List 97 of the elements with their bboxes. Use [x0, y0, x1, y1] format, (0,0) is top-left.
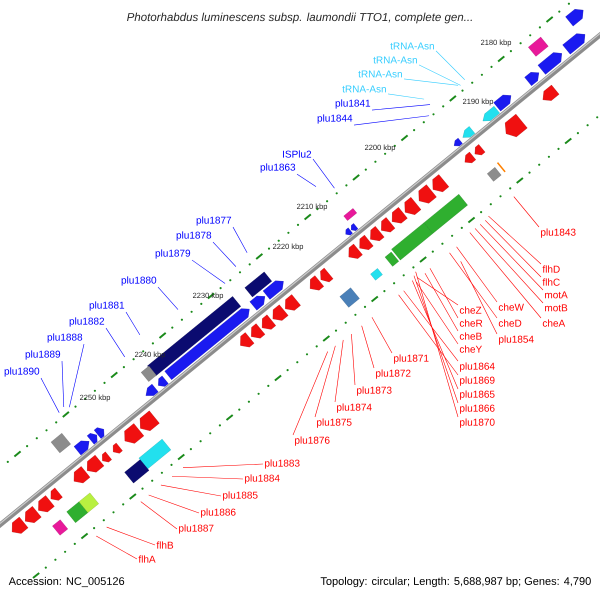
leader-line — [398, 294, 458, 376]
gene-label: plu1887 — [179, 524, 214, 534]
gene-label: plu1889 — [26, 350, 60, 360]
gene-label: plu1844 — [318, 114, 352, 124]
leader-line — [96, 536, 138, 560]
gene-label: ISPlu2 — [283, 150, 312, 158]
gene-label: plu1876 — [295, 436, 330, 446]
leader-line — [126, 312, 140, 336]
gene-label: plu1841 — [336, 99, 370, 109]
gene-label: tRNA-Asn — [342, 86, 386, 92]
leader-line — [436, 50, 466, 80]
leader-line — [354, 115, 430, 126]
leader-line — [106, 526, 156, 546]
gene-label: plu1877 — [196, 216, 232, 226]
leader-line — [514, 196, 540, 228]
gene-label: cheW — [498, 303, 524, 311]
gene-label: cheR — [460, 319, 482, 327]
gene-label: cheA — [542, 319, 566, 327]
leader-line — [40, 378, 60, 413]
gene-label: motA — [545, 291, 568, 298]
leader-line — [106, 328, 126, 358]
leader-line — [334, 340, 344, 402]
gene-label: flhD — [542, 265, 560, 273]
gene-label: plu1870 — [460, 418, 495, 428]
gene-label: tRNA-Asn — [373, 56, 417, 64]
leader-line — [312, 158, 335, 188]
gene-label: cheY — [460, 345, 482, 353]
leader-line — [484, 220, 542, 278]
leader-line — [388, 94, 424, 100]
leader-line — [158, 286, 178, 310]
leader-line — [403, 290, 458, 362]
leader-line — [470, 232, 542, 318]
genome-info-label: Topology: circular; Length: 5,688,987 bp; Genes: 4,790 — [320, 576, 591, 588]
leader-line — [418, 64, 461, 86]
leader-line — [314, 345, 336, 418]
leader-line — [182, 464, 264, 468]
leader-line — [351, 334, 356, 386]
gene-label: tRNA-Asn — [390, 42, 434, 50]
leader-line — [292, 351, 328, 436]
leader-line — [456, 246, 498, 302]
gene-label: plu1885 — [223, 491, 258, 501]
leader-line — [416, 282, 458, 344]
leader-line — [412, 280, 458, 390]
gene-label: plu1869 — [460, 376, 495, 386]
accession-label: Accession: NC_005126 — [8, 576, 124, 588]
gene-label: plu1886 — [201, 508, 236, 518]
leader-line — [361, 325, 374, 368]
gene-label: plu1881 — [90, 301, 124, 311]
gene-label: plu1873 — [357, 386, 392, 396]
gene-label: plu1878 — [176, 231, 212, 241]
leader-line — [296, 174, 316, 187]
leader-line — [232, 226, 248, 254]
gene-label: plu1879 — [156, 249, 190, 259]
gene-label: flhA — [138, 555, 156, 563]
gene-label: plu1864 — [460, 362, 495, 372]
gene-label: plu1890 — [4, 367, 40, 377]
leader-line — [69, 344, 84, 408]
leader-line — [488, 216, 542, 264]
gene-label: plu1863 — [260, 163, 296, 173]
leader-line — [430, 268, 458, 318]
map-title: Photorhabdus luminescens subsp. laumondii TTO1, complete gen... — [127, 12, 472, 24]
leader-line — [460, 261, 498, 334]
leader-line — [172, 476, 244, 480]
leader-line — [62, 360, 64, 408]
gene-label: plu1888 — [48, 333, 82, 343]
gene-label: motB — [545, 304, 568, 312]
gene-label: plu1874 — [337, 403, 372, 413]
leader-line — [212, 242, 236, 267]
gene-label: plu1871 — [394, 354, 428, 364]
leader-line — [424, 272, 458, 332]
gene-label: tRNA-Asn — [358, 70, 402, 78]
leader-line — [372, 316, 392, 354]
gene-label: plu1854 — [499, 335, 534, 345]
gene-label: flhB — [156, 541, 174, 549]
leader-line — [372, 104, 430, 110]
gene-label: flhC — [542, 278, 560, 286]
gene-label: plu1883 — [265, 459, 300, 469]
leader-line — [160, 484, 222, 496]
leader-line — [480, 224, 544, 290]
gene-label: plu1866 — [460, 404, 495, 414]
gene-label: cheZ — [460, 306, 482, 314]
gene-label: cheB — [460, 332, 482, 340]
gene-label: plu1872 — [376, 369, 410, 379]
leader-line — [449, 252, 498, 318]
leader-line — [140, 501, 178, 530]
gene-label: plu1882 — [70, 317, 104, 327]
leader-line — [148, 494, 200, 514]
gene-label: plu1875 — [317, 418, 352, 428]
leader-line — [416, 277, 458, 306]
gene-label: plu1843 — [541, 228, 576, 238]
gene-label: plu1884 — [245, 474, 280, 484]
gene-label: cheD — [498, 319, 522, 327]
leader-line — [474, 228, 544, 304]
leader-line — [192, 260, 226, 284]
gene-label: plu1865 — [460, 390, 495, 400]
gene-label: plu1880 — [122, 276, 156, 286]
leader-line — [404, 78, 458, 86]
